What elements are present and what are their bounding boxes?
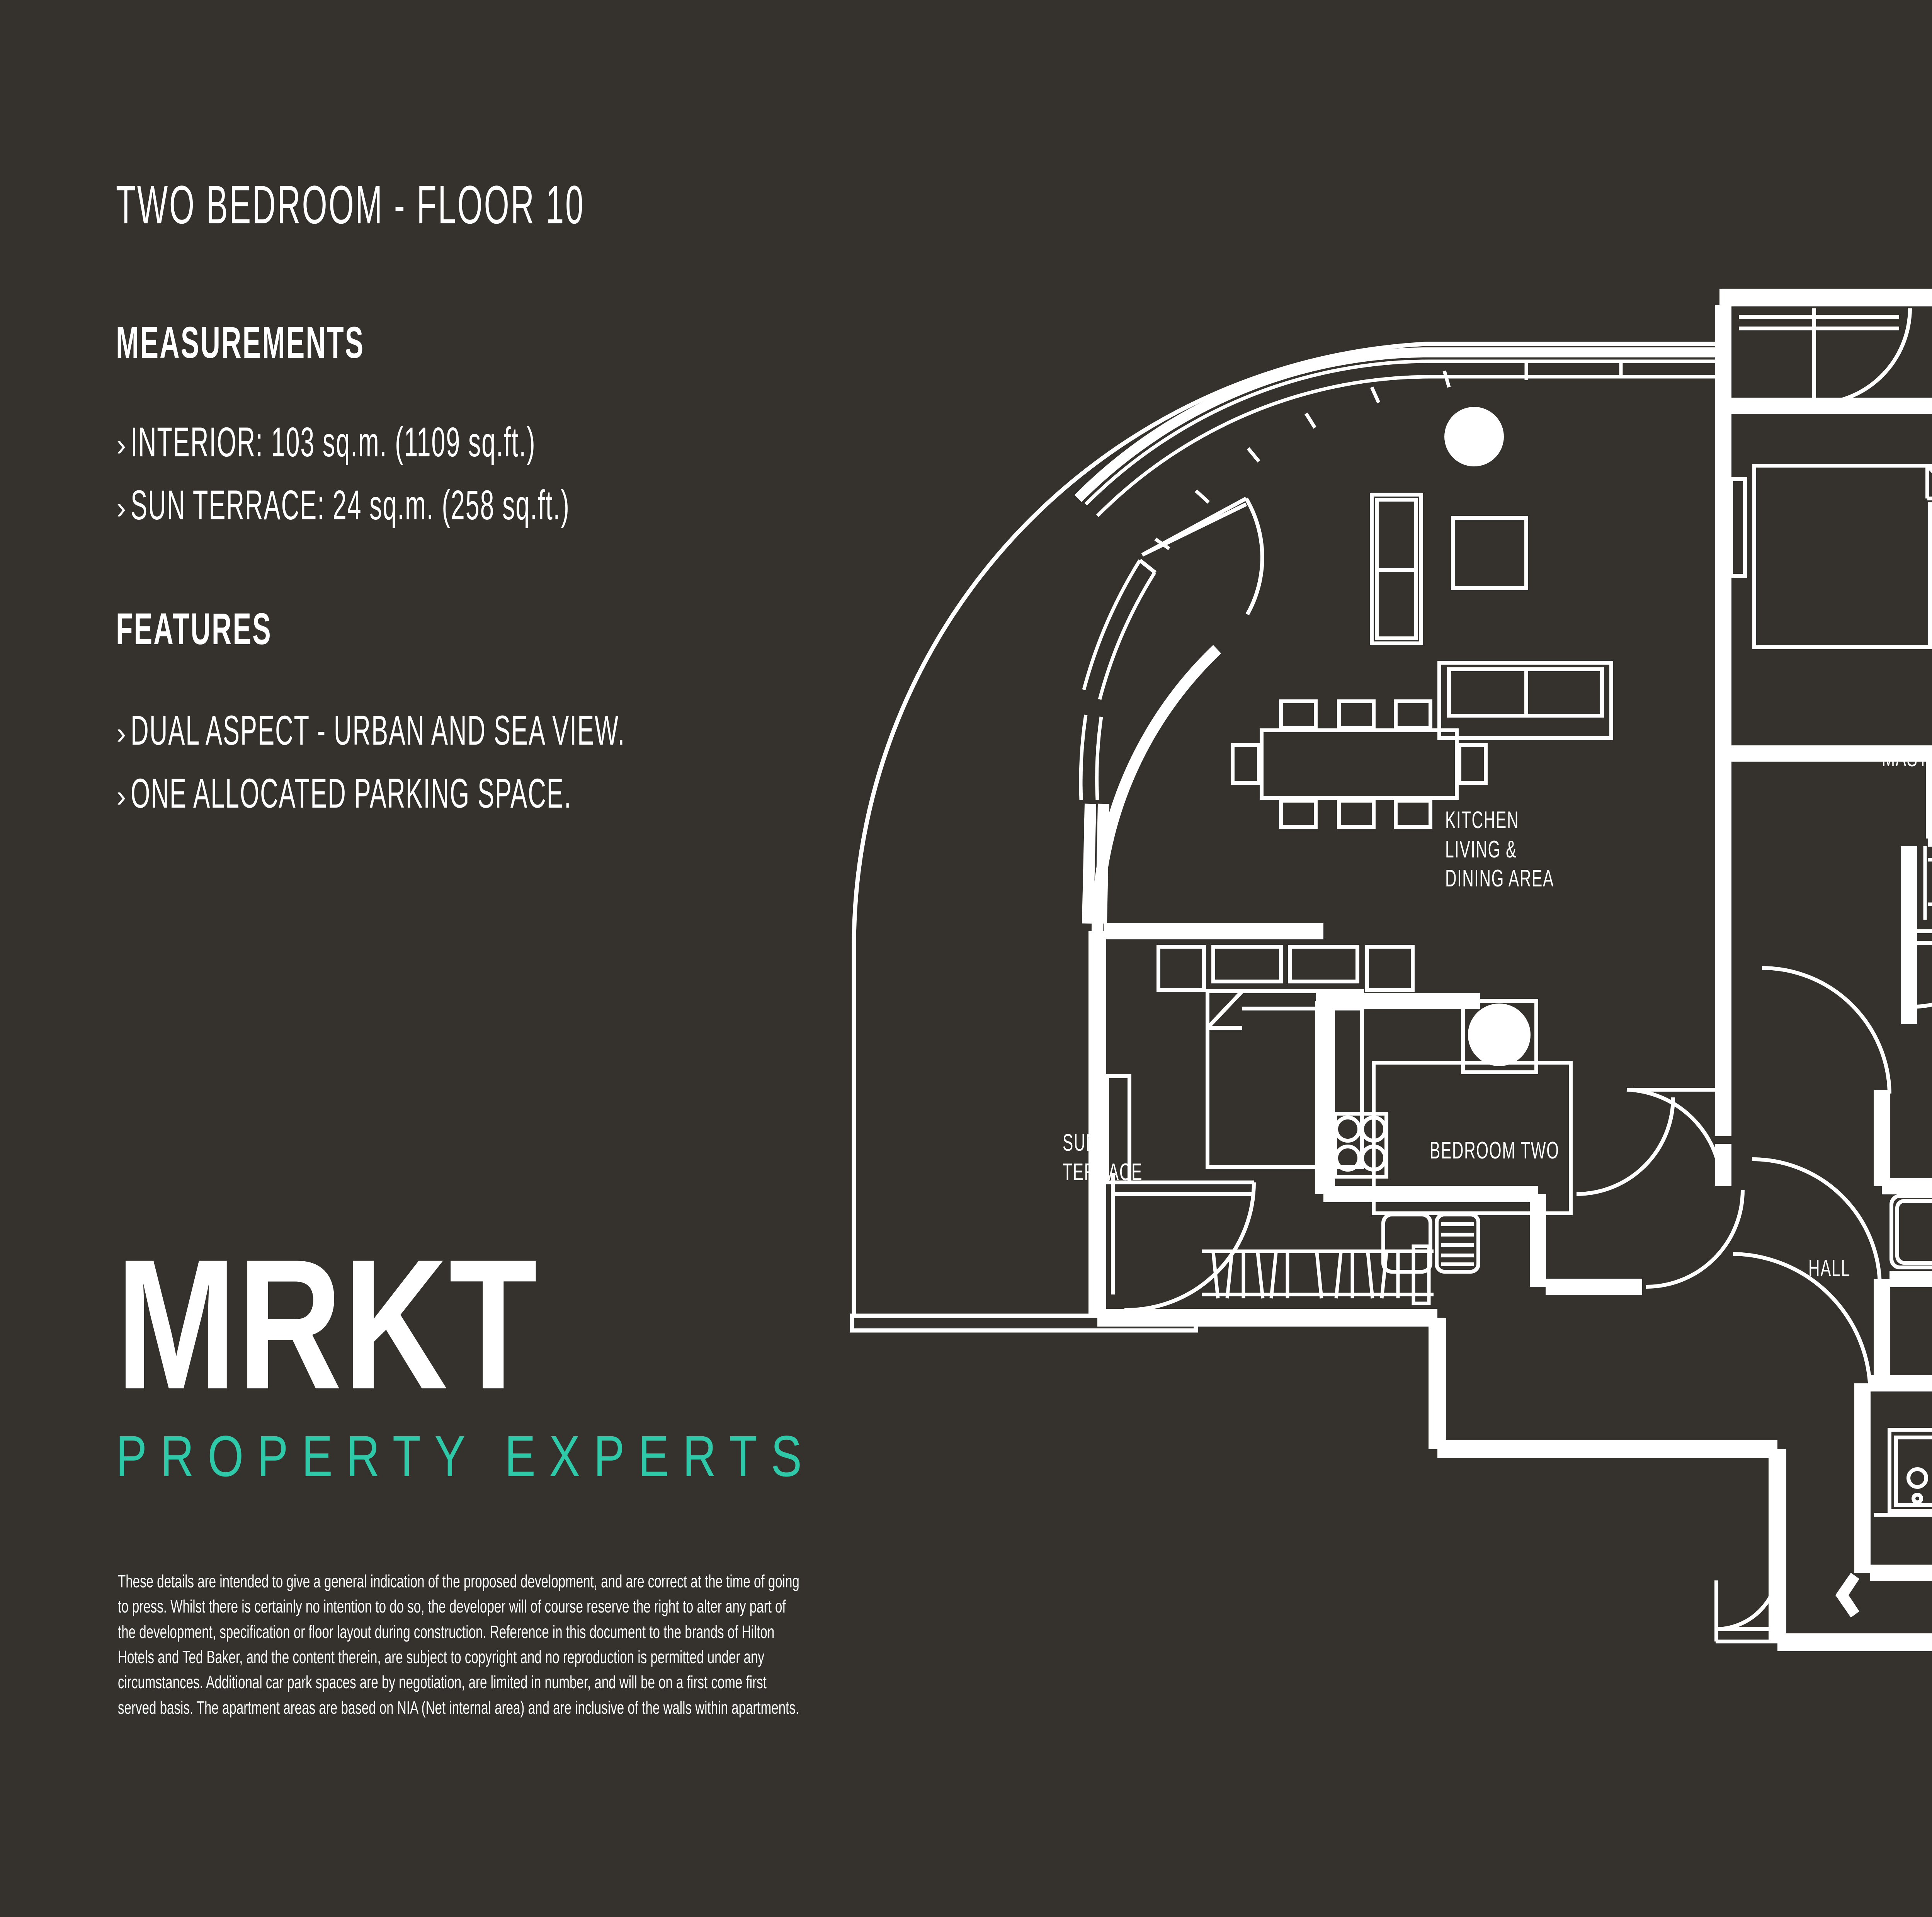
sofa [1437, 661, 1613, 740]
page-title: TWO BEDROOM - FLOOR 10 [116, 174, 585, 235]
dining-chairs [1231, 699, 1488, 829]
disclaimer-text: These details are intended to give a gen… [118, 1571, 799, 1718]
features-heading: FEATURES [116, 604, 272, 654]
shwr-walls [1874, 1090, 1932, 1194]
shwr-door [1762, 966, 1891, 1094]
room-label-sun-terrace: SUN TERRACE [1063, 1129, 1143, 1186]
ensuite-walls [1901, 754, 1932, 1024]
structural-walls [1074, 289, 1932, 1651]
chevron-right-icon: › [116, 427, 127, 463]
room-label-bedroom-two: BEDROOM TWO [1430, 1137, 1560, 1164]
bedroom-two-glazing [1202, 1244, 1434, 1305]
master-bedroom-walls [1731, 398, 1932, 762]
living-shelving-unit [1370, 493, 1423, 645]
list-item: ›DUAL ASPECT - URBAN AND SEA VIEW. [116, 709, 850, 751]
bath-door [1733, 1252, 1872, 1391]
sun-terrace-edge [852, 342, 1727, 1316]
feature-dual-aspect: DUAL ASPECT - URBAN AND SEA VIEW. [131, 707, 626, 754]
info-column: TWO BEDROOM - FLOOR 10 MEASUREMENTS ›INT… [116, 178, 850, 835]
utility-walls [1874, 1271, 1932, 1383]
floor-plan-drawing: KITCHEN LIVING & DINING AREA MASTER BEDR… [831, 251, 1932, 1758]
dining-table [1260, 728, 1459, 800]
list-item: ›INTERIOR: 103 sq.m. (1109 sq.ft.) [116, 421, 850, 463]
facade-lower [1079, 559, 1156, 800]
bedroom-two-wardrobe [1105, 1074, 1131, 1184]
bath-walls [1854, 1375, 1932, 1581]
facade-wall-lower [1082, 803, 1109, 924]
chevron-right-icon: › [116, 490, 127, 526]
master-bed [1752, 464, 1932, 649]
bedroom-two-bed [1156, 945, 1415, 1169]
room-label-hall: HALL [1808, 1255, 1850, 1282]
brand-logo: MRKT PROPERTY EXPERTS [116, 1220, 990, 1490]
terrace-door [1138, 497, 1264, 616]
entrance-door [1714, 1566, 1780, 1643]
hall-walls [1530, 1144, 1731, 1295]
coffee-table [1451, 516, 1528, 590]
chevron-right-icon: › [116, 779, 127, 814]
terrace-door-lower [1099, 1173, 1256, 1312]
bath-tub [1889, 1194, 1932, 1269]
curved-glazing [1084, 359, 1719, 550]
utility-door [1752, 1157, 1882, 1287]
hall-door-kitchen [1646, 1190, 1745, 1289]
room-label-master-bedroom: MASTER BEDROOM [1882, 745, 1932, 772]
sink-icon [1381, 1213, 1480, 1274]
hall-door-living [1626, 1088, 1723, 1185]
measurements-heading: MEASUREMENTS [116, 318, 365, 367]
measurements-list: ›INTERIOR: 103 sq.m. (1109 sq.ft.) ›SUN … [116, 421, 850, 526]
kitchen-door [1576, 1097, 1675, 1196]
list-item: ›SUN TERRACE: 24 sq.m. (258 sq.ft.) [116, 484, 850, 526]
room-label-kitchen-living-dining: KITCHEN LIVING & DINING AREA [1445, 807, 1554, 892]
feature-parking: ONE ALLOCATED PARKING SPACE. [131, 770, 572, 816]
chevron-right-icon: › [116, 716, 127, 751]
shower-tray [1923, 846, 1932, 920]
measurement-interior: INTERIOR: 103 sq.m. (1109 sq.ft.) [131, 418, 536, 465]
master-bedroom-furniture [1729, 477, 1747, 578]
bath-basin [1874, 1428, 1932, 1517]
ensuite-door [1914, 929, 1932, 1009]
features-list: ›DUAL ASPECT - URBAN AND SEA VIEW. ›ONE … [116, 709, 850, 814]
measurement-sun-terrace: SUN TERRACE: 24 sq.m. (258 sq.ft.) [131, 481, 570, 528]
entry-direction-icon [1835, 1573, 1859, 1618]
master-bedroom-door [1739, 308, 1912, 406]
kitchen-walls [1315, 993, 1538, 1202]
living-round-table [1444, 407, 1504, 466]
logo-tagline: PROPERTY EXPERTS [116, 1423, 816, 1488]
list-item: ›ONE ALLOCATED PARKING SPACE. [116, 772, 850, 814]
logo-wordmark: MRKT [116, 1220, 539, 1428]
